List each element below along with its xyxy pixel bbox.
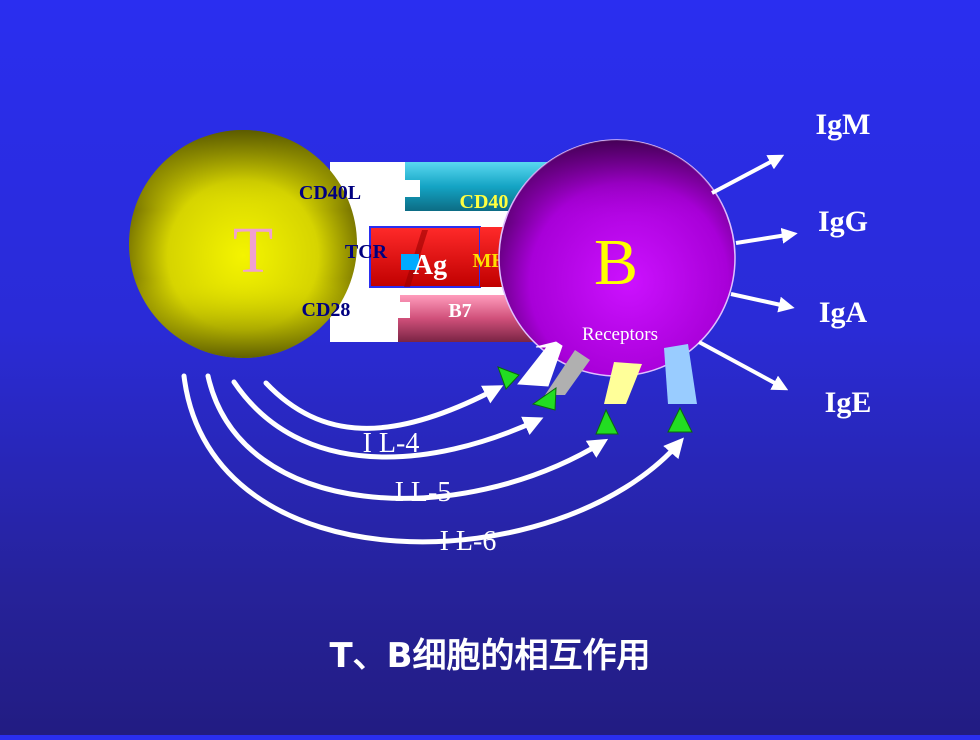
il4-label: I L-4 — [363, 428, 420, 459]
cytokine-curves — [181, 373, 684, 545]
green-triangle — [531, 387, 557, 411]
b7-label: B7 — [448, 300, 471, 322]
il5-curve-a — [231, 379, 544, 460]
green-triangle — [667, 406, 693, 433]
receptor-il6 — [664, 344, 697, 404]
cd40-label: CD40 — [460, 191, 509, 213]
antibody-arrows — [698, 154, 798, 391]
igm-arrow — [711, 154, 785, 195]
antigen-label: Ag — [413, 250, 447, 281]
igm-label: IgM — [816, 108, 871, 141]
ige-label: IgE — [825, 386, 872, 419]
cytokine-receptors — [517, 341, 697, 404]
il5-curve-b — [205, 373, 609, 501]
green-triangle — [595, 408, 619, 435]
green-triangle — [497, 366, 520, 390]
igg-arrow — [735, 227, 798, 245]
iga-label: IgA — [819, 296, 868, 329]
cd40l-label: CD40L — [299, 182, 361, 204]
receptor-il4 — [517, 341, 563, 387]
il5-label: I L-5 — [395, 477, 452, 508]
slide-caption: T、B细胞的相互作用 — [329, 636, 651, 676]
b-cell — [498, 139, 736, 377]
receptors-label: Receptors — [582, 324, 658, 345]
il6-curve — [181, 373, 684, 545]
b-cell-label: B — [594, 226, 638, 299]
il4-curve — [263, 380, 504, 431]
antigen-square — [401, 254, 419, 270]
il6-label: I L-6 — [440, 526, 497, 557]
t-cell-label: T — [233, 214, 273, 287]
cytokine-triangles — [497, 366, 693, 435]
igg-label: IgG — [818, 205, 868, 238]
tcr-label: TCR — [345, 241, 388, 263]
ige-arrow — [698, 340, 789, 391]
t-cell — [129, 130, 357, 358]
cd28-label: CD28 — [302, 299, 351, 321]
receptor-il5 — [604, 362, 642, 404]
iga-arrow — [730, 292, 795, 313]
receptor-il5-gray — [545, 350, 590, 395]
